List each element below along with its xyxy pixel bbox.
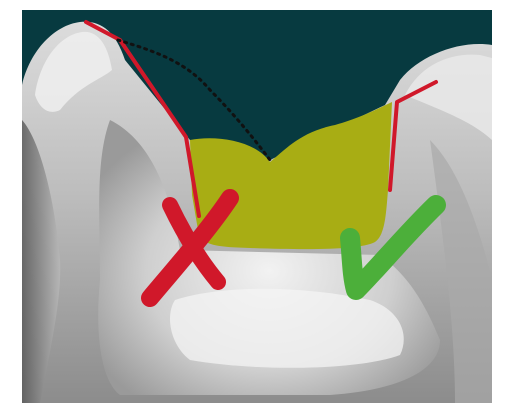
inner-ridge <box>170 289 404 368</box>
